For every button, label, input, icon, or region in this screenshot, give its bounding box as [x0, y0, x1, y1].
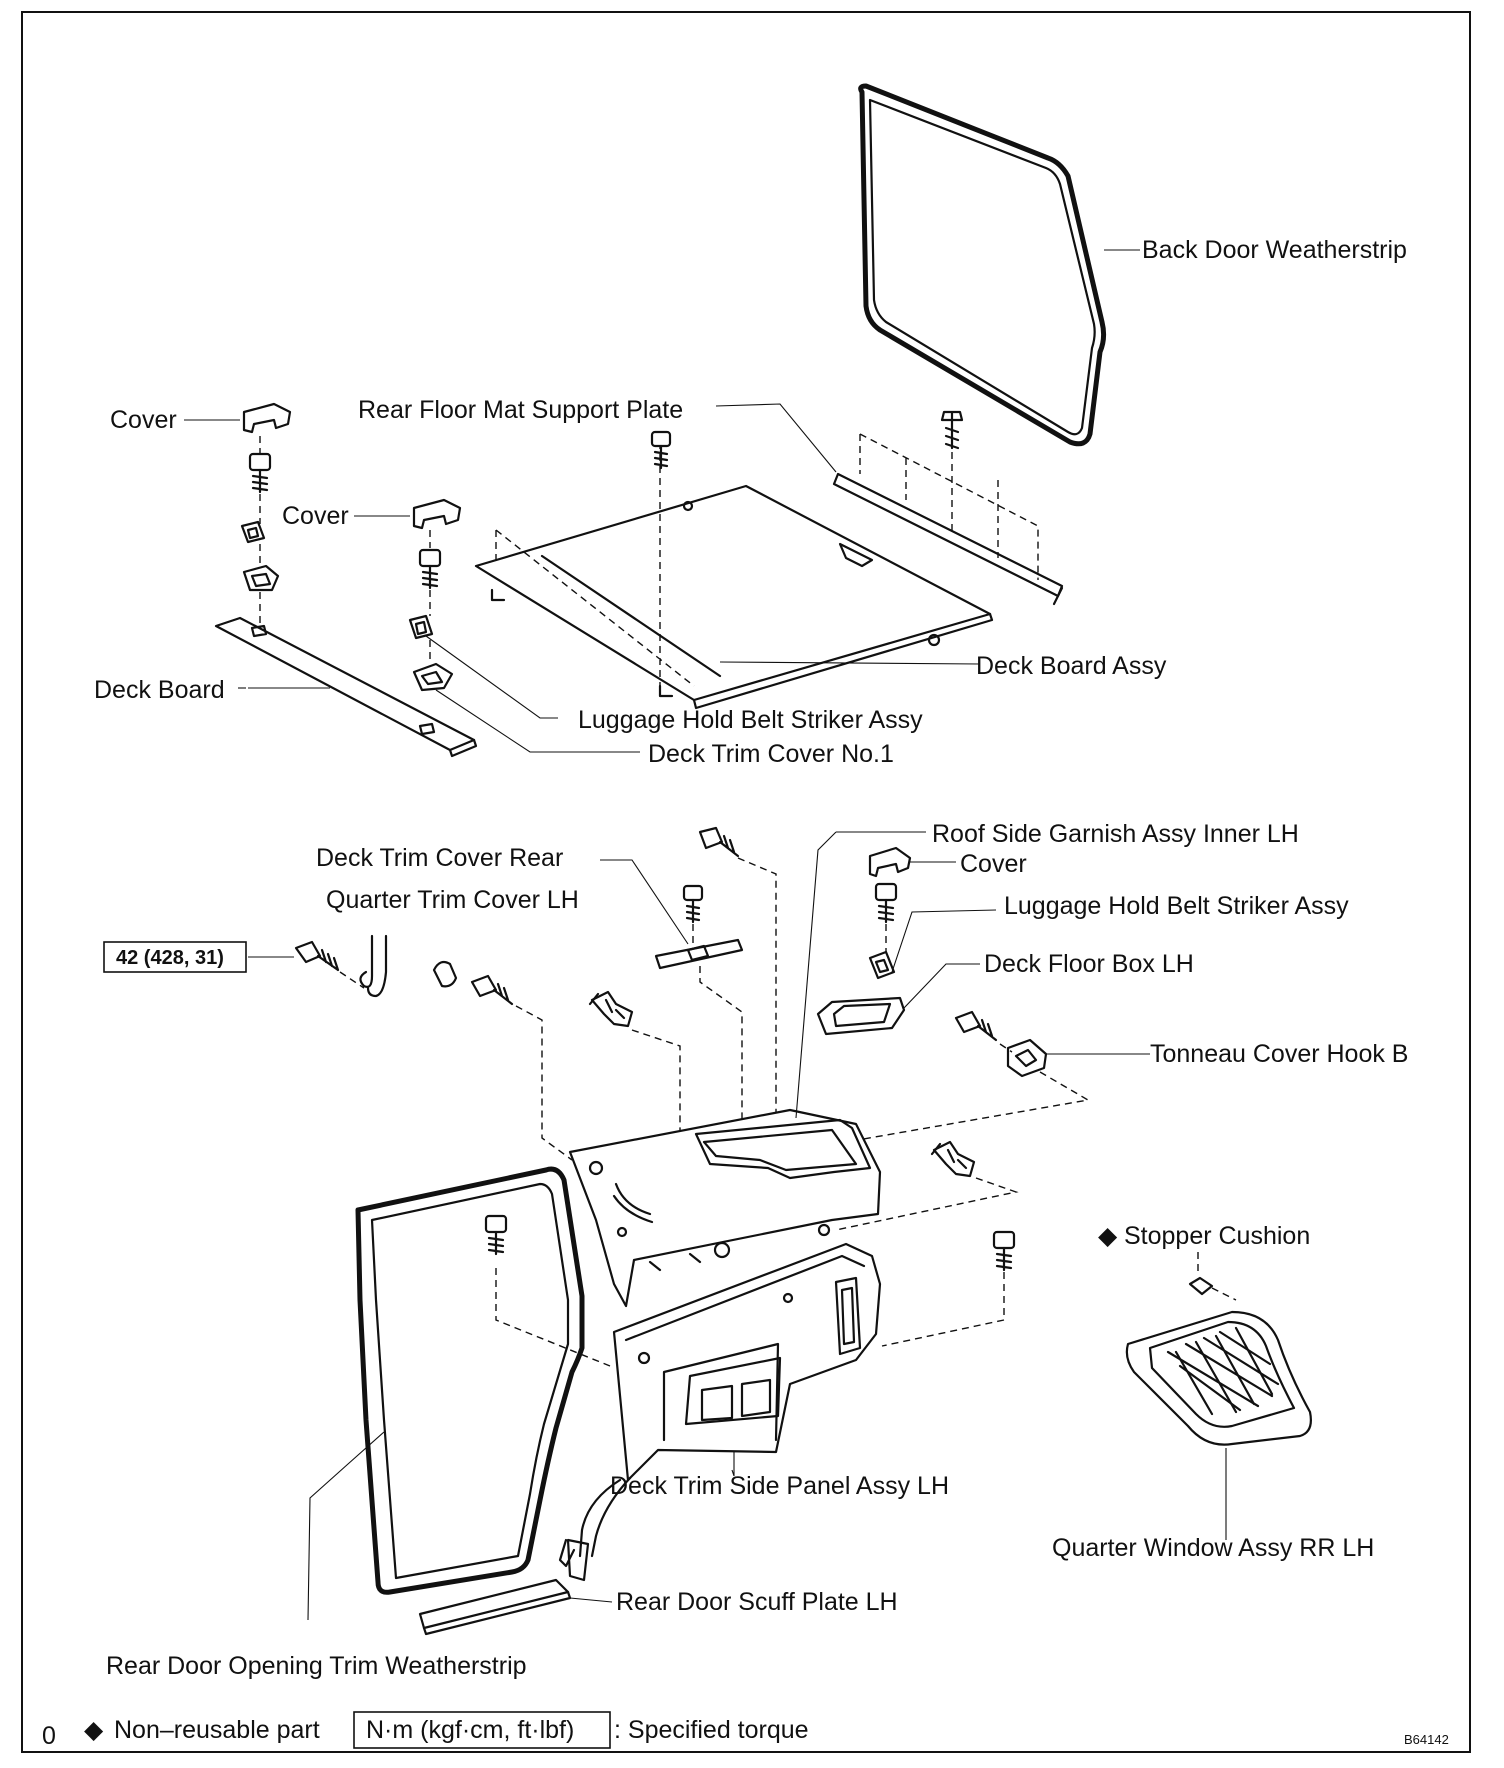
label-rear-floor-mat-support-plate: Rear Floor Mat Support Plate	[358, 396, 683, 424]
label-rear-door-scuff-plate-lh: Rear Door Scuff Plate LH	[616, 1588, 898, 1616]
legend-non-reusable: Non–reusable part	[114, 1716, 320, 1744]
mid-striker	[408, 614, 434, 640]
deck-board-bolt	[650, 430, 672, 470]
quarter-trim-clip	[359, 934, 388, 998]
quarter-trim-bolt	[470, 974, 514, 1006]
legend-torque-box	[353, 1711, 611, 1749]
garnish-bolt	[698, 826, 740, 858]
label-deck-trim-side-panel-assy-lh: Deck Trim Side Panel Assy LH	[610, 1472, 949, 1500]
hook-bolt	[954, 1010, 998, 1042]
label-quarter-trim-cover-lh: Quarter Trim Cover LH	[326, 886, 579, 914]
push-clip-2	[930, 1140, 976, 1178]
left-cover-1-part	[242, 402, 292, 434]
label-luggage-hold-belt-striker-assy-2: Luggage Hold Belt Striker Assy	[1004, 892, 1349, 920]
deck-trim-side-panel-assy-lh-part	[558, 1242, 882, 1582]
label-deck-trim-cover-no1: Deck Trim Cover No.1	[648, 740, 894, 768]
rear-floor-mat-support-plate-part	[832, 410, 1064, 606]
legend-torque-desc: : Specified torque	[614, 1716, 809, 1744]
torque-bolt	[294, 940, 340, 972]
label-rear-door-opening-trim-weatherstrip: Rear Door Opening Trim Weatherstrip	[106, 1652, 527, 1680]
left-striker-1	[240, 520, 266, 544]
legend-marker: ◆	[84, 1716, 104, 1744]
luggage-hold-belt-striker-2-part	[868, 950, 896, 980]
mid-bolt	[418, 548, 442, 590]
deck-floor-box-lh-part	[816, 996, 906, 1036]
tonneau-cover-hook-b-part	[1006, 1038, 1048, 1078]
left-bolt-1	[248, 452, 272, 494]
quarter-window-assy-rr-lh-part	[1125, 1310, 1312, 1446]
label-stopper-cushion: Stopper Cushion	[1124, 1222, 1310, 1250]
label-cover-1: Cover	[110, 406, 177, 434]
corner-mark: 0	[42, 1722, 56, 1750]
figure-code: B64142	[1404, 1732, 1449, 1747]
left-trim-cover-1	[242, 564, 280, 592]
deck-trim-cover-rear-part	[654, 938, 744, 970]
label-quarter-window-assy-rr-lh: Quarter Window Assy RR LH	[1052, 1534, 1374, 1562]
label-roof-side-garnish-assy-inner-lh: Roof Side Garnish Assy Inner LH	[932, 820, 1299, 848]
side-panel-bolt-left	[484, 1214, 508, 1256]
deck-board-assy-part	[474, 484, 994, 710]
label-tonneau-cover-hook-b: Tonneau Cover Hook B	[1150, 1040, 1408, 1068]
deck-trim-cover-rear-bolt	[682, 884, 704, 924]
label-cover-2: Cover	[282, 502, 349, 530]
deck-board-part	[214, 616, 478, 758]
mid-cover-part	[412, 498, 462, 530]
label-deck-trim-cover-rear: Deck Trim Cover Rear	[316, 844, 563, 872]
label-deck-board: Deck Board	[94, 676, 225, 704]
label-deck-board-assy: Deck Board Assy	[976, 652, 1167, 680]
stopper-cushion-part	[1188, 1276, 1214, 1296]
mid-trim-cover	[412, 662, 454, 692]
label-cover-3: Cover	[960, 850, 1027, 878]
rear-door-scuff-plate-lh-part	[418, 1578, 572, 1636]
torque-spec-box: 42 (428, 31)	[103, 941, 247, 973]
legend-torque-units: N·m (kgf·cm, ft·lbf)	[366, 1716, 574, 1744]
push-clip-1	[588, 990, 634, 1028]
side-panel-bolt-right	[992, 1230, 1016, 1272]
cover-3-part	[868, 846, 912, 878]
label-deck-floor-box-lh: Deck Floor Box LH	[984, 950, 1194, 978]
rear-door-opening-trim-weatherstrip-part	[355, 1166, 585, 1595]
back-door-weatherstrip-part	[858, 83, 1107, 447]
stopper-cushion-marker: ◆	[1098, 1222, 1118, 1250]
striker-bolt	[874, 882, 898, 924]
torque-spec-value: 42 (428, 31)	[116, 947, 224, 969]
label-luggage-hold-belt-striker-assy-1: Luggage Hold Belt Striker Assy	[578, 706, 923, 734]
quarter-trim-cover-lh-part	[432, 960, 458, 988]
roof-side-garnish-assy-inner-lh-part	[568, 1108, 882, 1308]
diagram-frame	[21, 11, 1471, 1753]
label-back-door-weatherstrip: Back Door Weatherstrip	[1142, 236, 1407, 264]
